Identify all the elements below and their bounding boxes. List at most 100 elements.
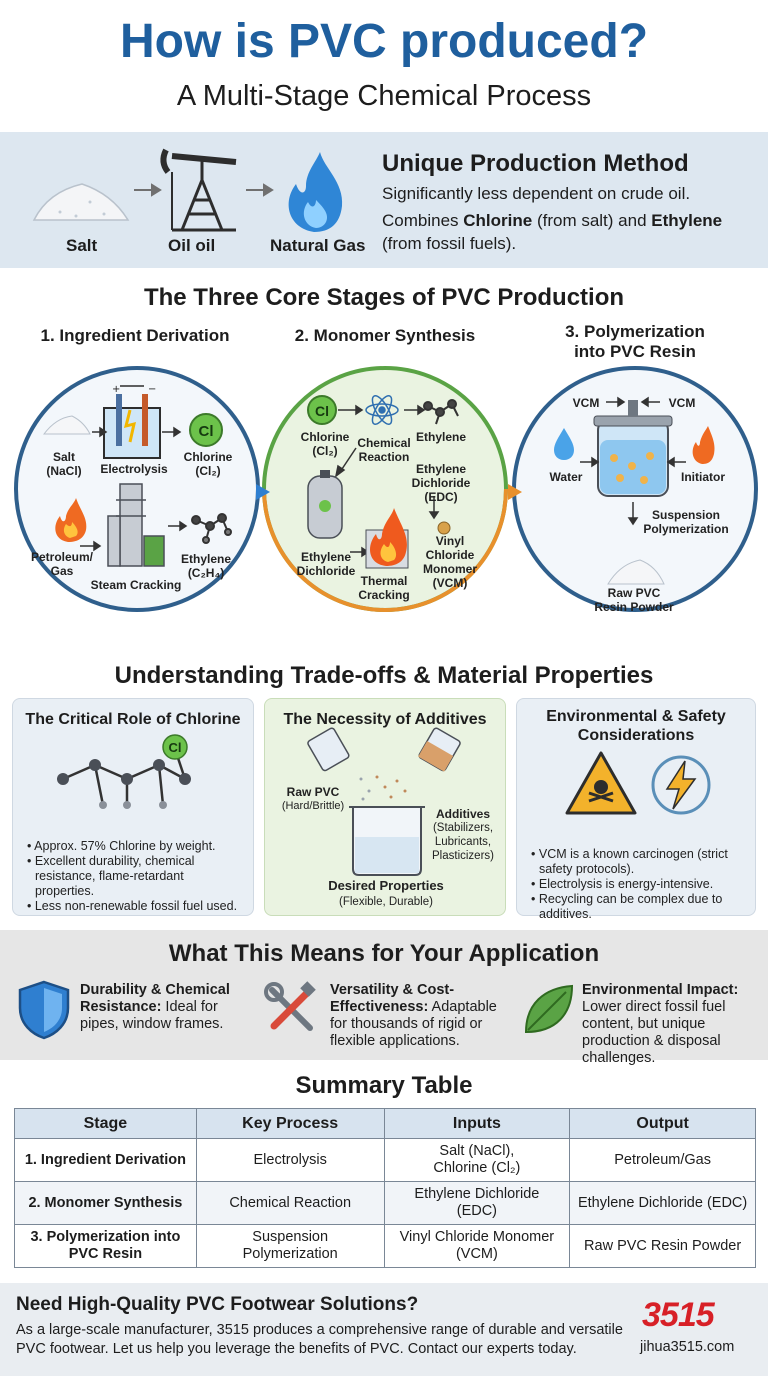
summary-table-heading: Summary Table [295, 1072, 473, 1099]
source-label-oil: Oil oil [168, 236, 216, 255]
stage-arrow-icon [256, 484, 270, 500]
chlorine-symbol: Cl [315, 403, 329, 419]
bullet-text: Excellent durability, chemical resistanc… [34, 854, 195, 898]
table-cell: Ethylene Dichloride (EDC) [383, 1181, 571, 1225]
thermal-cracking-flame-icon [365, 508, 409, 569]
page-subtitle: A Multi-Stage Chemical Process [176, 80, 592, 112]
stage-arrow-icon [508, 484, 522, 500]
stages-diagram: + − Cl Cl [42, 384, 715, 585]
application-heading: What This Means for Your Application [168, 940, 600, 967]
salt-pile-icon [32, 183, 130, 221]
unique-heading: Unique Production Method [382, 150, 689, 177]
text-fragment: (from salt) and [532, 211, 652, 230]
chemical-reaction-label: Chemical Reaction [357, 436, 411, 464]
environment-bullets: • VCM is a known carcinogen (strict safe… [517, 823, 755, 922]
application-title: Durability & Chemical Resistance: [80, 982, 230, 1015]
list-item: • Recycling can be complex due to additi… [531, 892, 723, 921]
ethylene-molecule-icon [423, 399, 459, 425]
suspension-polymerization-label: Suspension Polymerization [643, 508, 729, 536]
summary-table: Stage Key Process Inputs Output 1. Ingre… [14, 1108, 756, 1268]
shield-icon [18, 980, 70, 1040]
raw-pvc-label: Raw PVC [286, 785, 340, 799]
arrow-icon [134, 183, 274, 197]
chlorine-label: Chlorine (Cl₂) [183, 450, 233, 478]
polymerization-reactor-icon [593, 400, 673, 497]
table-cell: Electrolysis [195, 1138, 385, 1182]
table-cell: 3. Polymerization into PVC Resin [14, 1224, 197, 1268]
water-label: Water [549, 470, 583, 484]
table-row: 1. Ingredient Derivation Electrolysis Sa… [14, 1138, 756, 1182]
chlorine-emphasis: Chlorine [463, 211, 533, 230]
bullet-text: Approx. 57% Chlorine by weight. [34, 839, 216, 853]
environment-safety-card: Environmental & Safety Considerations • … [516, 698, 756, 921]
text-fragment: Combines [382, 211, 464, 230]
column-header: Inputs [383, 1108, 571, 1139]
card-title: Environmental & Safety Considerations [546, 708, 726, 744]
application-versatility: Versatility & Cost-Effectiveness: Adapta… [330, 982, 506, 1050]
table-cell: Raw PVC Resin Powder [569, 1224, 756, 1268]
brand-website-link[interactable]: jihua3515.com [640, 1339, 735, 1355]
cta-body: As a large-scale manufacturer, 3515 prod… [16, 1322, 623, 1357]
list-item: • Excellent durability, chemical resista… [27, 854, 195, 898]
column-header: Output [569, 1108, 756, 1139]
atom-reaction-icon [365, 395, 399, 425]
bullet-text: Electrolysis is energy-intensive. [538, 877, 714, 891]
stage2-title: 2. Monomer Synthesis [294, 326, 476, 345]
application-title: Versatility & Cost-Effectiveness: [330, 982, 455, 1015]
natural-gas-flame-icon [288, 152, 343, 232]
chlorine-label: Chlorine (Cl₂) [300, 430, 350, 458]
electrolysis-label: Electrolysis [100, 462, 168, 476]
raw-materials-illustration [32, 148, 343, 232]
initiator-flame-icon [692, 426, 715, 464]
resin-powder-icon [607, 559, 665, 585]
steam-cracker-icon [107, 483, 165, 567]
bullet-text: VCM is a known carcinogen (strict safety… [538, 847, 728, 876]
warning-triangle-icon [565, 751, 637, 815]
raw-resin-label: Raw PVC Resin Powder [594, 586, 674, 614]
column-header: Stage [14, 1108, 197, 1139]
initiator-label: Initiator [681, 470, 725, 484]
table-cell: Suspension Polymerization [195, 1224, 385, 1268]
table-cell: Salt (NaCl), Chlorine (Cl₂) [383, 1138, 571, 1182]
chlorine-atom-icon: Cl [189, 413, 223, 447]
table-row: 2. Monomer Synthesis Chemical Reaction E… [14, 1181, 756, 1225]
raw-pvc-sublabel: (Hard/Brittle) [281, 800, 345, 812]
cta-title: Need High-Quality PVC Footwear Solutions… [16, 1294, 419, 1315]
thermal-cracking-label: Thermal Cracking [358, 574, 410, 602]
chlorine-bullets: • Approx. 57% Chlorine by weight. • Exce… [13, 825, 253, 914]
water-drop-icon [554, 428, 574, 460]
petroleum-flame-icon [55, 498, 87, 542]
vcm-droplet-icon [437, 521, 451, 535]
tradeoffs-heading: Understanding Trade-offs & Material Prop… [114, 662, 654, 689]
unique-production-band [0, 132, 768, 268]
table-row: 3. Polymerization into PVC Resin Suspens… [14, 1224, 756, 1268]
edc-label: Ethylene Dichloride (EDC) [411, 462, 471, 504]
salt-icon [42, 415, 91, 435]
application-environment: Environmental Impact: Lower direct fossi… [582, 982, 760, 1067]
arrow-icon [80, 426, 188, 552]
lightning-energy-icon [651, 755, 711, 815]
bullet-text: Less non-renewable fossil fuel used. [34, 899, 238, 913]
application-band [0, 930, 768, 1060]
stage3-title: 3. Polymerization into PVC Resin [565, 322, 705, 361]
salt-label: Salt (NaCl) [46, 450, 82, 478]
mixing-beaker-icon [307, 727, 461, 876]
petroleum-label: Petroleum/ Gas [30, 550, 93, 578]
ethylene-label: Ethylene [415, 430, 466, 444]
ethylene-label: Ethylene (C₂H₄) [180, 552, 231, 580]
table-cell: 2. Monomer Synthesis [14, 1181, 197, 1225]
leaf-icon [524, 984, 574, 1034]
arrow-icon [580, 396, 686, 526]
list-item: • Less non-renewable fossil fuel used. [27, 899, 238, 913]
brand-logo: 3515 [642, 1296, 715, 1334]
chlorine-symbol: Cl [169, 740, 182, 755]
bullet-text: Recycling can be complex due to additive… [538, 892, 723, 921]
desired-properties-label: Desired Properties [328, 878, 444, 893]
svg-text:−: − [148, 384, 156, 395]
ethylene-dichloride-label: Ethylene Dichloride [296, 550, 356, 578]
arrow-icon [334, 404, 440, 558]
tools-icon [264, 981, 316, 1031]
application-title: Environmental Impact: [582, 982, 739, 998]
steam-cracking-label: Steam Cracking [90, 578, 182, 592]
additives-card: The Necessity of Additives Raw PVC (Hard… [264, 698, 506, 916]
